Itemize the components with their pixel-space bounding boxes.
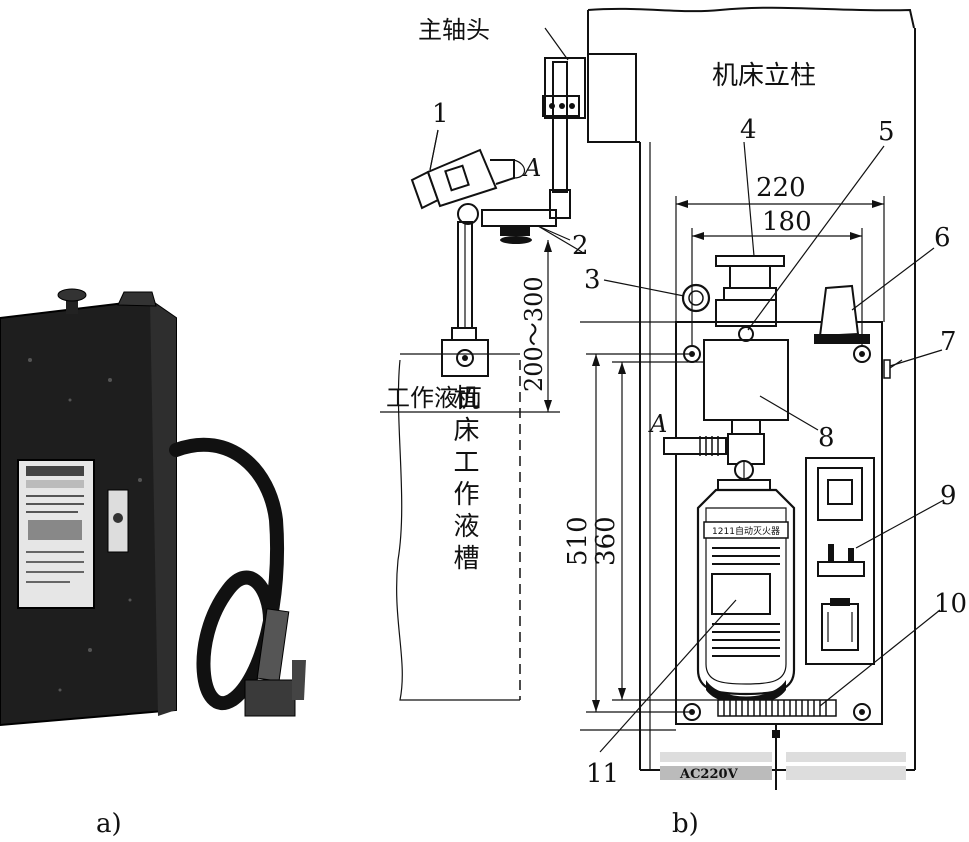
label-arrow-a-left: A xyxy=(648,410,667,438)
label-arrow-a-top: A xyxy=(522,154,541,182)
label-machine-column: 机床立柱 xyxy=(712,61,816,91)
callout-6: 6 xyxy=(934,223,951,253)
dimension-widths xyxy=(675,196,885,346)
callout-10: 10 xyxy=(934,589,967,619)
dim-180: 180 xyxy=(762,207,812,237)
callout-3: 3 xyxy=(584,265,601,295)
callout-11: 11 xyxy=(586,759,619,789)
panel-b-caption: b) xyxy=(672,809,699,839)
terminal-block-10 xyxy=(717,699,837,717)
control-panel-9 xyxy=(805,457,875,665)
label-work-fluid-surface: 工作液面 xyxy=(386,384,482,412)
panel-a-caption: a) xyxy=(96,809,122,839)
power-cable: AC220V xyxy=(660,724,906,790)
callout-9: 9 xyxy=(940,481,957,511)
valve-assembly xyxy=(703,255,789,491)
dim-360: 360 xyxy=(591,516,621,566)
callout-1: 1 xyxy=(432,99,449,129)
dim-510: 510 xyxy=(563,516,593,566)
extinguisher-cylinder-11: 1211自动灭火器 xyxy=(696,488,796,705)
pipe-a-inlet xyxy=(663,436,727,456)
dim-200-300: 200～300 xyxy=(520,276,548,392)
dim-220: 220 xyxy=(756,173,806,203)
spindle-head xyxy=(542,27,637,219)
callout-4: 4 xyxy=(740,115,757,145)
callout-8: 8 xyxy=(818,423,835,453)
extinguisher-cabinet-photo xyxy=(0,288,306,727)
pipe-fitting-3 xyxy=(681,283,711,313)
callout-2: 2 xyxy=(572,231,589,261)
alarm-6 xyxy=(814,284,870,344)
work-fluid-tank xyxy=(380,353,560,701)
detector-1-on-post xyxy=(410,129,526,377)
leader-lines xyxy=(429,129,945,753)
dimension-heights xyxy=(586,353,720,713)
sensor-2 xyxy=(481,209,583,253)
cylinder-label: 1211自动灭火器 xyxy=(712,525,780,537)
dimension-200-300 xyxy=(544,240,552,412)
callout-5: 5 xyxy=(878,117,895,147)
label-work-fluid-tank: 机床工作液槽 xyxy=(449,384,479,576)
callout-7: 7 xyxy=(940,327,957,357)
label-spindle-head: 主轴头 xyxy=(418,16,490,44)
power-spec-label: AC220V xyxy=(679,767,739,782)
